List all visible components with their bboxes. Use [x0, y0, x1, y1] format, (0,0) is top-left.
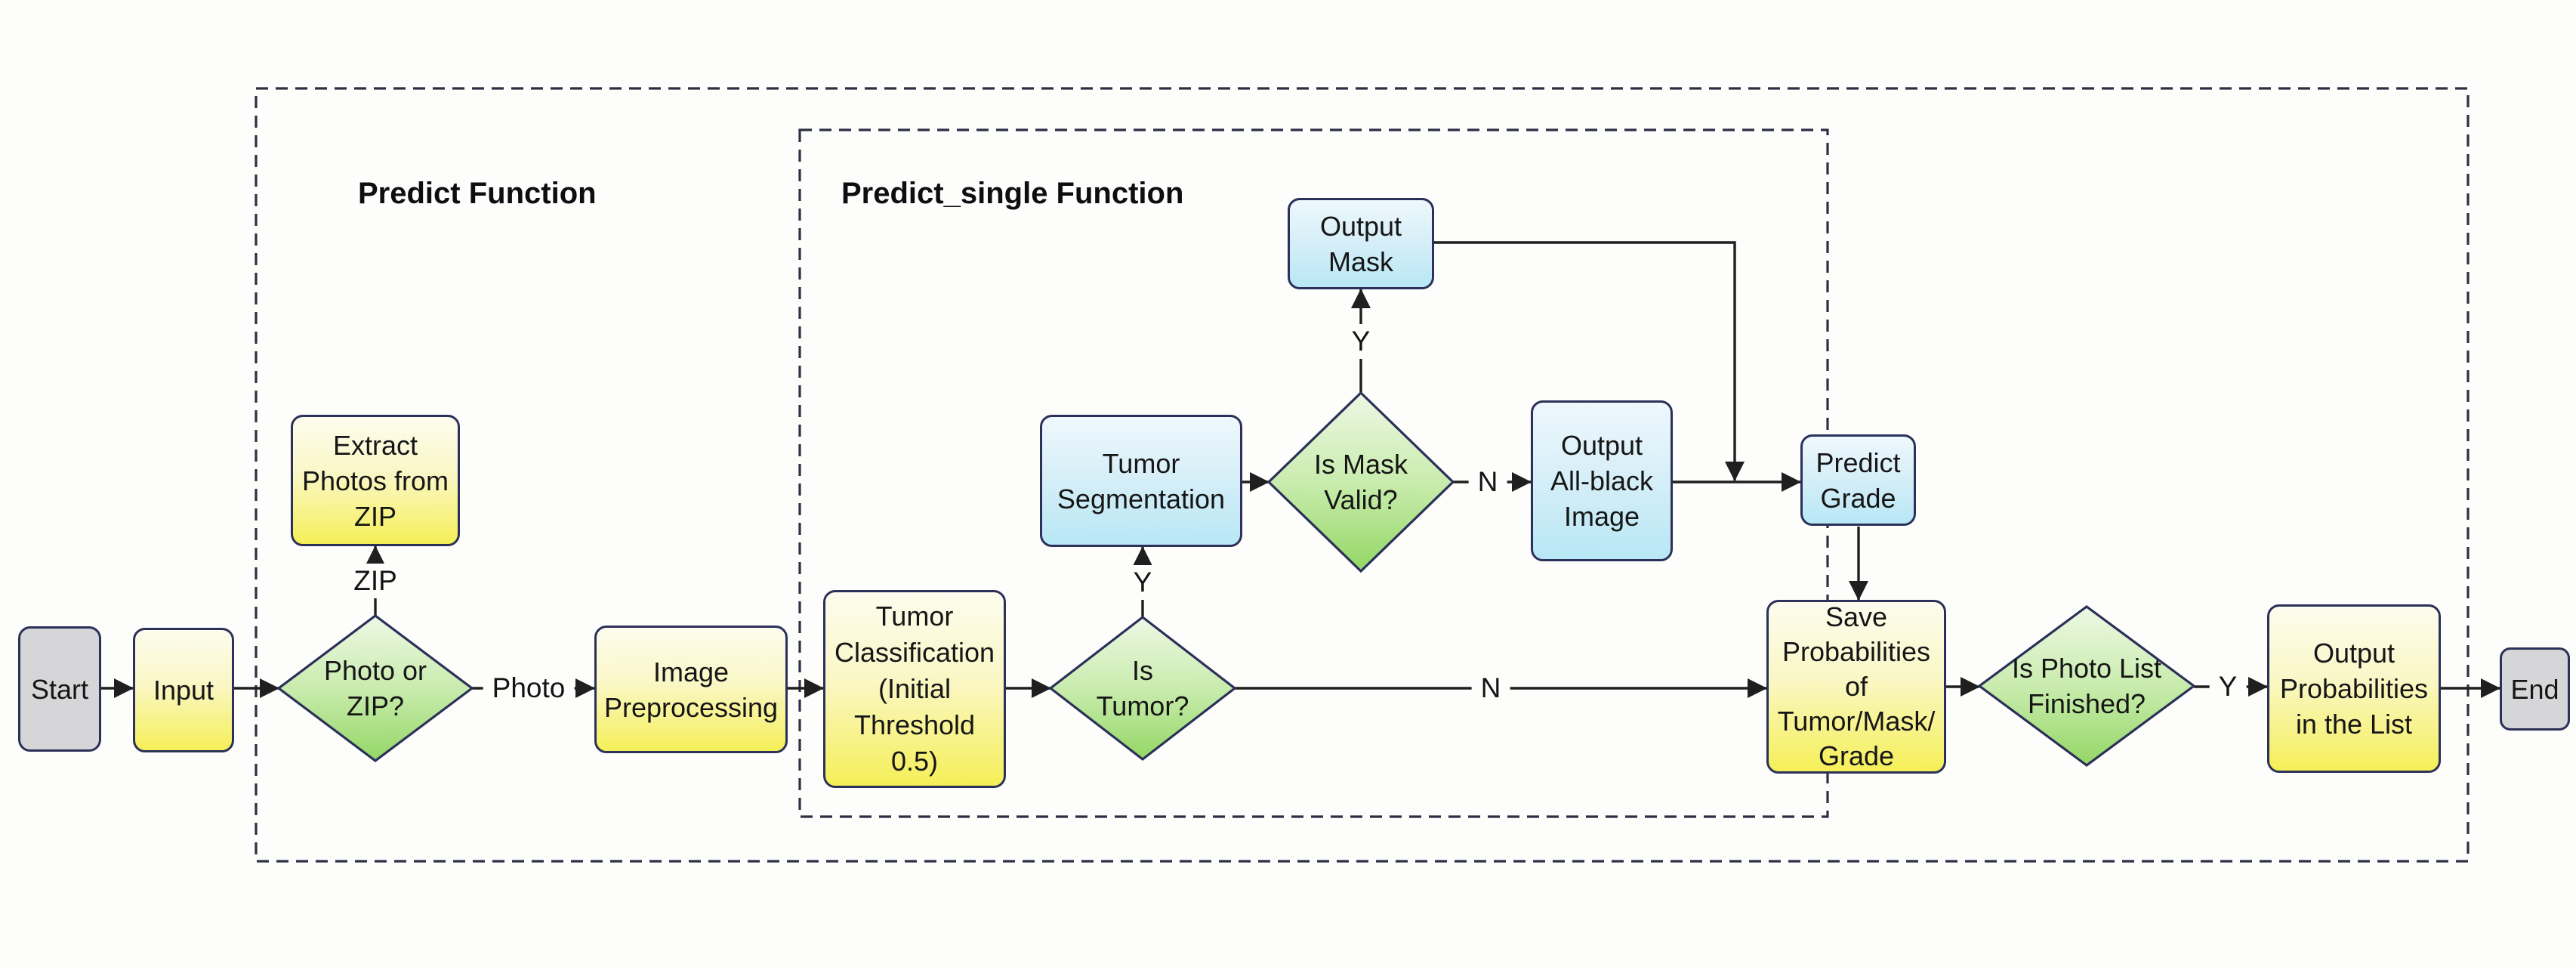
node-is-tumor-label: Is Tumor?	[1096, 655, 1189, 721]
node-start-label: Start	[30, 673, 89, 705]
node-predict-grade: Predict Grade	[1800, 434, 1916, 526]
node-output-mask-label: Output Mask	[1319, 210, 1402, 277]
node-save-probabilities: Save Probabilities of Tumor/Mask/ Grade	[1766, 600, 1946, 774]
diamond-shape	[1050, 617, 1235, 759]
node-output-all-black-label: Output All-black Image	[1550, 430, 1654, 532]
edge-outputmask-junction	[1434, 241, 1745, 481]
node-is-photo-list-finished: Is Photo List Finished?	[1979, 607, 2194, 765]
node-tumor-segmentation: Tumor Segmentation	[1040, 415, 1242, 547]
node-output-probabilities-label: Output Probabilities in the List	[2279, 638, 2429, 740]
node-tumor-classification-label: Tumor Classification (Initial Threshold …	[834, 601, 995, 777]
predict-single-function-box	[798, 128, 1829, 818]
node-start: Start	[18, 626, 101, 752]
node-output-all-black: Output All-black Image	[1531, 400, 1673, 561]
node-is-mask-valid: Is Mask Valid?	[1269, 393, 1453, 571]
node-is-mask-valid-label: Is Mask Valid?	[1313, 449, 1408, 515]
edge-label-is-tumor-yes: Y	[1124, 565, 1162, 600]
node-image-preprocessing-label: Image Preprocessing	[603, 656, 779, 723]
node-photo-or-zip: Photo or ZIP?	[279, 616, 472, 761]
diamond-shape	[279, 616, 472, 761]
node-is-tumor: Is Tumor?	[1050, 617, 1235, 759]
diamond-shape	[1979, 607, 2194, 765]
node-output-mask: Output Mask	[1288, 198, 1434, 289]
node-predict-grade-label: Predict Grade	[1816, 446, 1901, 514]
node-end: End	[2500, 647, 2570, 731]
node-extract-photos: Extract Photos from ZIP	[291, 415, 460, 546]
node-image-preprocessing: Image Preprocessing	[594, 626, 788, 753]
node-is-photo-list-finished-label: Is Photo List Finished?	[2011, 653, 2162, 719]
diamond-shape	[1269, 393, 1453, 571]
edge-label-is-mask-valid-yes: Y	[1342, 324, 1380, 359]
node-tumor-classification: Tumor Classification (Initial Threshold …	[823, 590, 1006, 788]
predict-function-title: Predict Function	[358, 177, 597, 210]
node-input-label: Input	[153, 675, 214, 706]
node-save-probabilities-label: Save Probabilities of Tumor/Mask/ Grade	[1777, 601, 1936, 771]
edge-label-is-tumor-no: N	[1471, 671, 1510, 706]
node-end-label: End	[2510, 673, 2559, 705]
node-extract-photos-label: Extract Photos from ZIP	[301, 429, 449, 532]
edge-label-is-photo-list-finished-yes: Y	[2209, 669, 2247, 704]
edge-label-zip: ZIP	[344, 564, 406, 598]
node-photo-or-zip-label: Photo or ZIP?	[323, 655, 427, 721]
node-output-probabilities: Output Probabilities in the List	[2267, 604, 2441, 773]
predict-function-box	[255, 87, 2470, 863]
predict-single-function-title: Predict_single Function	[841, 177, 1184, 210]
edge-label-is-mask-valid-no: N	[1468, 465, 1507, 499]
edge-label-photo: Photo	[483, 671, 575, 706]
node-input: Input	[133, 628, 234, 752]
node-tumor-segmentation-label: Tumor Segmentation	[1057, 447, 1226, 514]
